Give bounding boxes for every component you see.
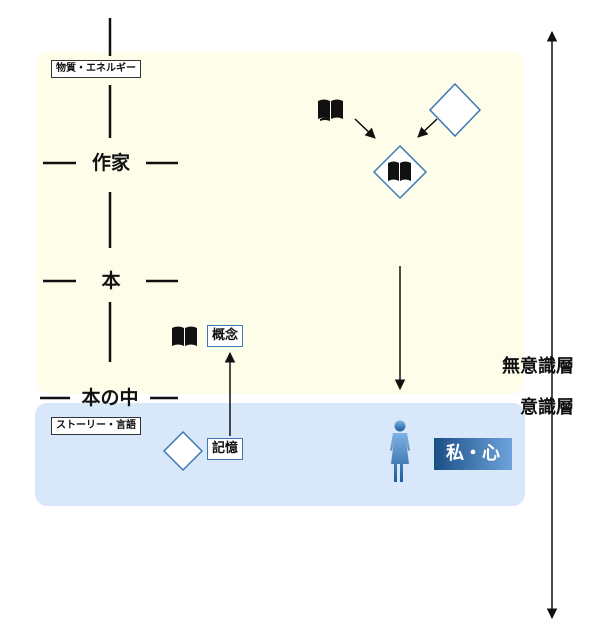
self-label-background: [434, 438, 512, 470]
in-book-label: 本の中: [81, 387, 139, 409]
conscious-layer-label: 意識層: [520, 397, 574, 418]
memory-box: 記憶: [207, 438, 244, 460]
person-icon: [390, 420, 410, 482]
concept-box: 概念: [207, 325, 244, 347]
diamond-icon-top-right: [428, 82, 482, 138]
matter-energy-tag: 物質・エネルギー: [51, 60, 141, 78]
book-icon-concept: [172, 326, 197, 346]
book-label: 本: [101, 270, 121, 292]
book-icon-top: [318, 99, 343, 121]
diamond-icon-bottom-left: [162, 430, 204, 472]
self-mind-label: 私・心: [446, 443, 500, 464]
arrow-diamond-to-center: [417, 118, 438, 138]
author-label: 作家: [91, 152, 130, 174]
unconscious-layer-label: 無意識層: [502, 356, 574, 377]
book-icon-in-diamond: [388, 161, 411, 181]
arrow-book-to-center: [354, 118, 376, 139]
story-language-tag: ストーリー・言語: [51, 417, 141, 435]
